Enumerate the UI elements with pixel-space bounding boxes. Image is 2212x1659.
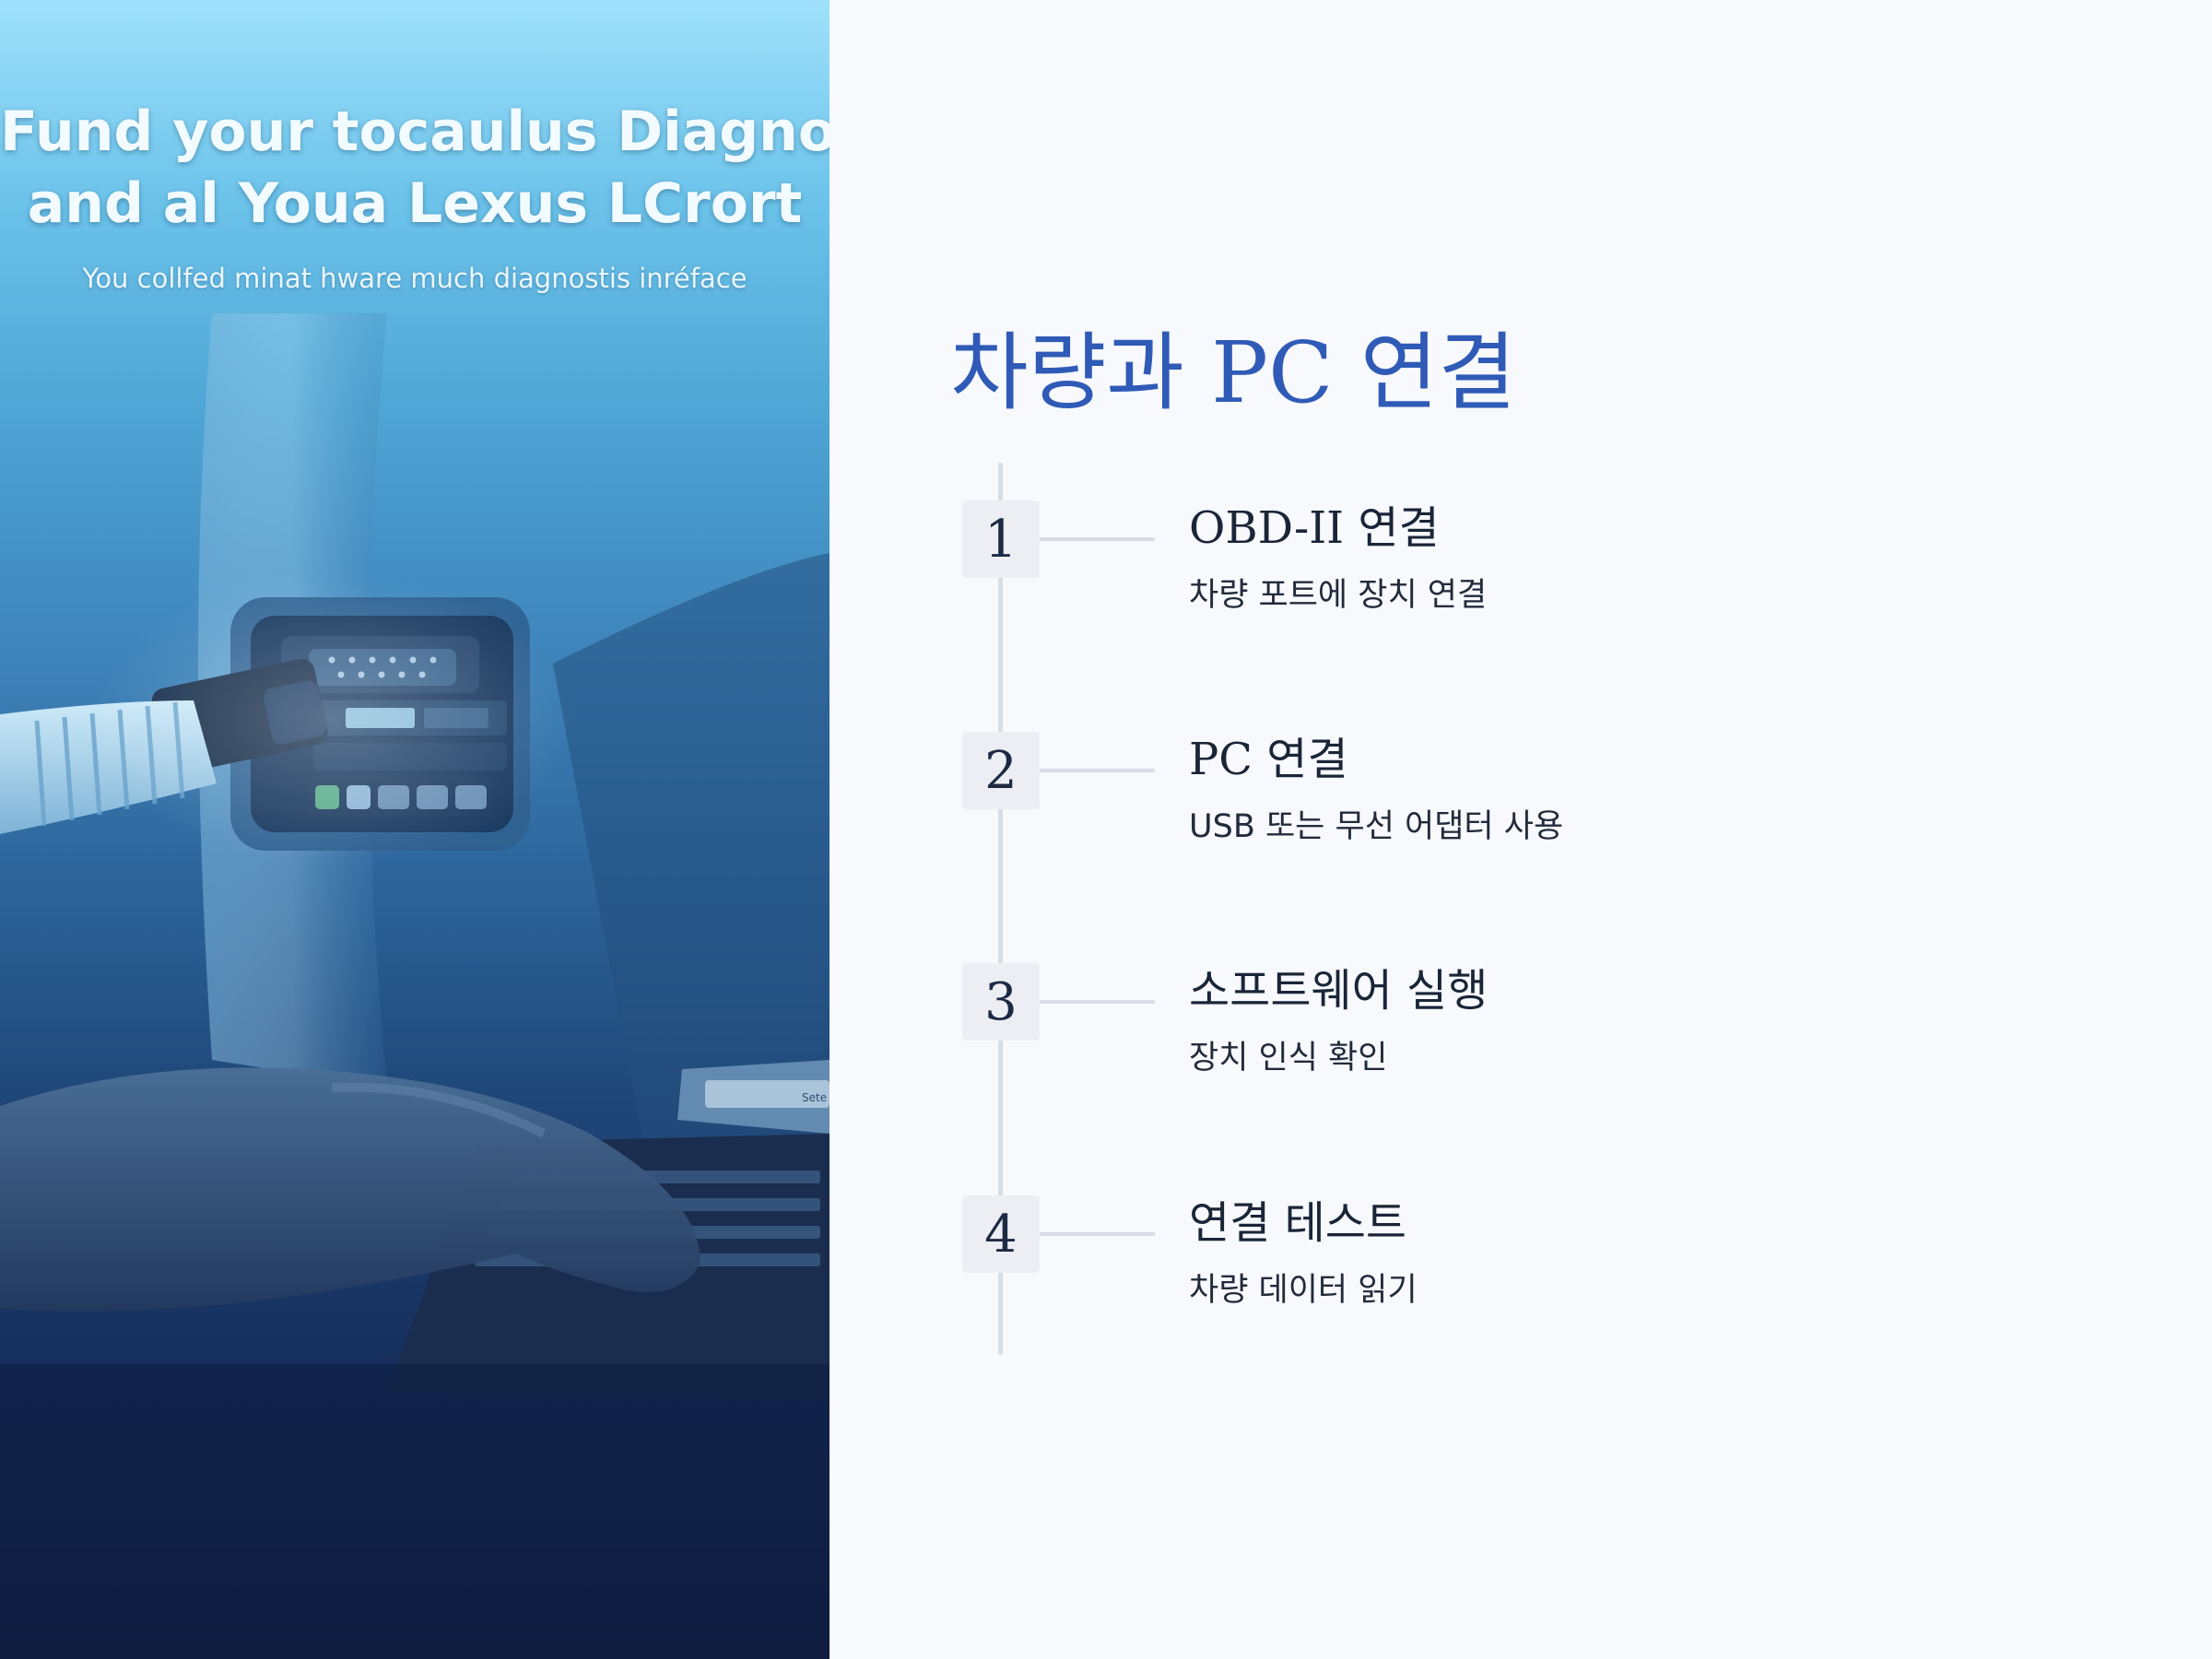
step-number-badge: 4 bbox=[962, 1195, 1040, 1273]
step-number-badge: 3 bbox=[962, 963, 1040, 1041]
step-number-badge: 2 bbox=[962, 732, 1040, 809]
step-title: 연결 테스트 bbox=[1189, 1197, 1407, 1249]
step-title: PC 연결 bbox=[1189, 734, 1348, 785]
step-item: 4 연결 테스트 차량 데이터 읽기 bbox=[830, 1195, 2212, 1352]
step-title: 소프트웨어 실행 bbox=[1189, 965, 1488, 1017]
step-item: 1 OBD-II 연결 차량 포트에 장치 연결 bbox=[830, 500, 2212, 657]
step-title: OBD-II 연결 bbox=[1189, 502, 1440, 554]
hero-subheadline: You collfed minat hware much diagnostis … bbox=[82, 263, 747, 294]
step-connector bbox=[1040, 1000, 1155, 1004]
hero-image: Sete Fund your tocaulus Diagnostic and a… bbox=[0, 0, 830, 1659]
step-connector bbox=[1040, 1232, 1155, 1236]
step-item: 3 소프트웨어 실행 장치 인식 확인 bbox=[830, 963, 2212, 1120]
hero-illustration: Sete bbox=[0, 313, 830, 1659]
step-description: 차량 포트에 장치 연결 bbox=[1189, 577, 1488, 614]
step-description: 장치 인식 확인 bbox=[1189, 1040, 1388, 1077]
laptop-screen-text: Sete bbox=[802, 1091, 827, 1104]
timeline-line bbox=[998, 463, 1003, 1355]
page-title: 차량과 PC 연결 bbox=[950, 324, 1516, 422]
step-connector bbox=[1040, 769, 1155, 772]
step-item: 2 PC 연결 USB 또는 무선 어댑터 사용 bbox=[830, 732, 2212, 888]
step-description: USB 또는 무선 어댑터 사용 bbox=[1189, 808, 1564, 845]
step-description: 차량 데이터 읽기 bbox=[1189, 1272, 1418, 1309]
content-panel: 차량과 PC 연결 1 OBD-II 연결 차량 포트에 장치 연결 2 PC … bbox=[830, 0, 2212, 1659]
step-connector bbox=[1040, 537, 1155, 541]
step-number-badge: 1 bbox=[962, 500, 1040, 578]
hero-headline: Fund your tocaulus Diagnostic and al You… bbox=[0, 100, 830, 236]
